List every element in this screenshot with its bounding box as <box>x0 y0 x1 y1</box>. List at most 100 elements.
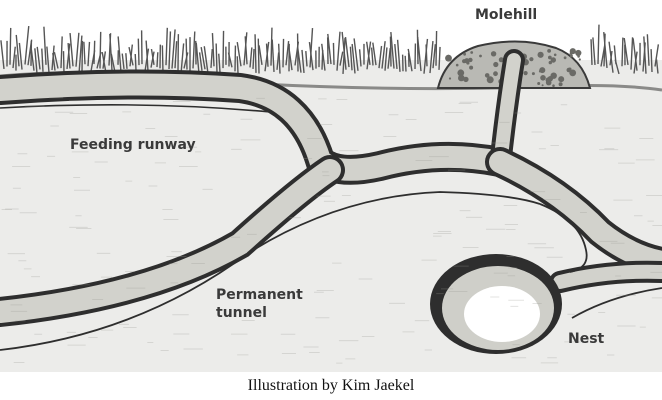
soil-hatch <box>611 243 625 244</box>
soil-hatch <box>648 221 654 222</box>
soil-hatch <box>403 332 415 333</box>
soil-hatch <box>171 283 179 284</box>
soil-hatch <box>567 314 574 315</box>
soil-hatch <box>172 314 188 315</box>
soil-hatch <box>95 162 108 163</box>
soil-hatch <box>448 170 465 171</box>
soil-hatch <box>47 156 55 157</box>
grass-blade <box>216 43 217 73</box>
soil-hatch <box>49 97 63 98</box>
soil-hatch <box>547 257 563 258</box>
soil-hatch <box>191 263 205 264</box>
grass-blade <box>390 37 391 67</box>
soil-hatch <box>494 273 508 274</box>
grass-blade <box>271 28 272 66</box>
grass-blade <box>237 56 238 73</box>
soil-hatch <box>339 340 359 341</box>
soil-hatch <box>324 201 335 202</box>
soil-hatch <box>314 292 324 293</box>
soil-hatch <box>74 190 90 191</box>
soil-hatch <box>652 225 662 226</box>
soil-hatch <box>551 145 559 146</box>
mound-clod <box>552 84 555 87</box>
mound-clod <box>479 55 482 58</box>
soil-hatch <box>101 330 113 331</box>
soil-hatch <box>640 327 646 328</box>
soil-hatch <box>14 362 25 363</box>
soil-hatch <box>345 359 355 360</box>
soil-hatch <box>169 263 177 264</box>
soil-hatch <box>433 233 451 234</box>
mound-clod <box>570 55 573 58</box>
soil-hatch <box>55 112 73 113</box>
soil-hatch <box>422 260 437 261</box>
soil-hatch <box>389 303 405 304</box>
soil-hatch <box>323 175 330 176</box>
illustration-credit: Illustration by Kim Jaekel <box>0 376 662 396</box>
soil-hatch <box>530 191 545 192</box>
soil-hatch <box>282 353 296 354</box>
soil-hatch <box>318 99 326 100</box>
soil-hatch <box>303 347 318 348</box>
grass-blade <box>135 54 136 70</box>
mound-clod <box>548 76 553 81</box>
grass-blade <box>255 34 256 73</box>
mound-clod <box>445 55 452 62</box>
grass-blade <box>157 52 158 67</box>
grass-blade <box>436 31 437 66</box>
soil-hatch <box>459 103 472 104</box>
soil-hatch <box>122 112 131 113</box>
feeding-runway-label: Feeding runway <box>70 136 196 154</box>
soil-hatch <box>317 196 331 197</box>
grass-blade <box>138 39 139 65</box>
soil-hatch <box>436 293 444 294</box>
soil-hatch <box>332 263 341 264</box>
soil-hatch <box>486 229 505 230</box>
soil-hatch <box>20 212 37 213</box>
grass-blade <box>591 39 592 65</box>
mound-clod <box>554 54 557 57</box>
soil-hatch <box>68 345 86 346</box>
mound-clod <box>537 82 540 85</box>
soil-hatch <box>389 114 399 115</box>
mound-clod <box>549 61 552 64</box>
soil-hatch <box>544 199 561 200</box>
mound-clod <box>539 70 541 72</box>
soil-hatch <box>598 312 605 313</box>
soil-hatch <box>466 217 482 218</box>
soil-hatch <box>639 138 653 139</box>
soil-hatch <box>173 334 189 335</box>
mound-clod <box>449 77 451 79</box>
soil-hatch <box>76 228 91 229</box>
grass-blade <box>162 45 163 73</box>
mound-clod <box>564 56 567 59</box>
soil-hatch <box>429 156 449 157</box>
grass-blade <box>10 28 11 65</box>
mound-clod <box>540 75 546 81</box>
soil-hatch <box>508 268 517 269</box>
grass-blade <box>283 39 284 67</box>
permanent-tunnel-label-line1: Permanent <box>216 286 303 304</box>
soil-hatch <box>73 177 80 178</box>
soil-hatch <box>547 357 557 358</box>
grass-blade <box>598 25 599 64</box>
soil-hatch <box>425 350 432 351</box>
soil-hatch <box>247 234 257 235</box>
soil-hatch <box>513 344 520 345</box>
soil-hatch <box>315 317 329 318</box>
nest-chamber-light <box>464 286 540 342</box>
soil-hatch <box>600 241 618 242</box>
soil-hatch <box>460 210 471 211</box>
soil-hatch <box>650 272 662 273</box>
soil-hatch <box>604 148 614 149</box>
soil-hatch <box>438 231 451 232</box>
grass-blade <box>651 49 652 72</box>
grass-blade <box>100 32 101 69</box>
mound-clod <box>558 76 564 82</box>
grass-blade <box>405 56 406 72</box>
soil-hatch <box>147 342 153 343</box>
soil-hatch <box>433 236 442 237</box>
soil-hatch <box>231 149 242 150</box>
soil-hatch <box>505 224 518 225</box>
soil-hatch <box>13 188 21 189</box>
